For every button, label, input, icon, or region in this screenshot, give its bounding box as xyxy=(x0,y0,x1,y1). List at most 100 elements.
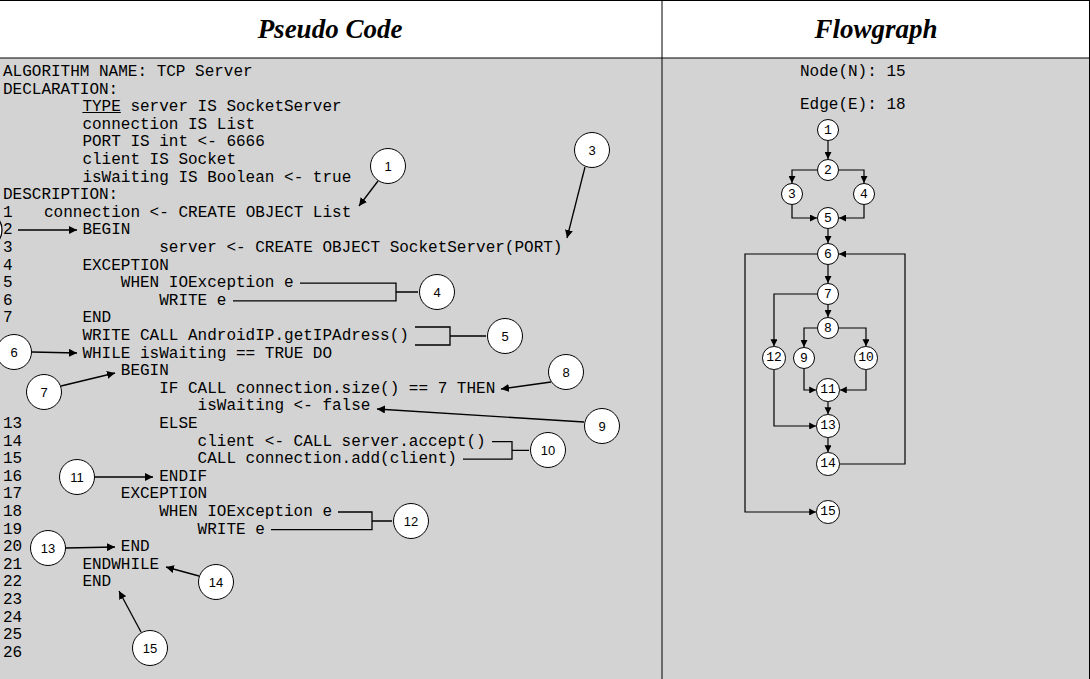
line-number: 6 xyxy=(3,292,13,310)
node-number: 5 xyxy=(501,330,508,343)
header-row xyxy=(0,0,1090,58)
node-number: 5 xyxy=(824,212,832,225)
callout-circle: 13 xyxy=(30,530,66,566)
code-line: END xyxy=(82,573,111,591)
bracket xyxy=(415,327,486,345)
callout-circle: 8 xyxy=(548,354,584,390)
flow-edge xyxy=(827,438,828,452)
column-header: Pseudo Code xyxy=(258,13,403,45)
line-number: 21 xyxy=(3,556,22,574)
node-number: 11 xyxy=(70,471,84,484)
code-line: WHEN IOException e xyxy=(159,503,332,521)
flowgraph-node: 5 xyxy=(817,207,839,229)
line-number: 25 xyxy=(3,626,22,644)
line-number: 13 xyxy=(3,415,22,433)
code-line: BEGIN xyxy=(121,362,169,380)
flowgraph-node: 7 xyxy=(817,283,839,305)
code-line: isWaiting IS Boolean <- true xyxy=(82,169,351,187)
code-line: EXCEPTION xyxy=(82,257,168,275)
code-line: connection <- CREATE OBJECT List xyxy=(44,204,351,222)
callout-circle: 7 xyxy=(26,374,62,410)
flow-edge xyxy=(839,328,866,346)
leader-arrow xyxy=(32,352,77,353)
flowgraph-node: 11 xyxy=(816,378,840,402)
code-keyword: TYPE xyxy=(82,98,120,116)
line-number: 15 xyxy=(3,450,22,468)
flowgraph-node: 12 xyxy=(762,346,786,370)
flow-edge xyxy=(804,369,816,390)
node-number: 12 xyxy=(766,351,782,364)
flowgraph-node: 1 xyxy=(817,119,839,141)
flow-edge xyxy=(745,254,817,512)
code-line: END xyxy=(121,538,150,556)
line-number: 14 xyxy=(3,433,22,451)
flowgraph-node: 4 xyxy=(853,183,875,205)
flowgraph-node: 15 xyxy=(816,500,840,524)
flow-edge xyxy=(774,370,816,426)
leader-arrow xyxy=(501,382,551,389)
line-number: 18 xyxy=(3,503,22,521)
code-line: server <- CREATE OBJECT SocketServer(POR… xyxy=(159,239,562,257)
node-number: 9 xyxy=(598,420,605,433)
code-line: CALL connection.add(client) xyxy=(198,450,457,468)
flowgraph-node: 8 xyxy=(817,317,839,339)
code-line: WRITE CALL AndroidIP.getIPAdress() xyxy=(82,327,408,345)
line-number: 16 xyxy=(3,468,22,486)
graph-metric: Edge(E): 18 xyxy=(800,96,906,114)
code-line: connection IS List xyxy=(82,116,255,134)
flowgraph-node: 13 xyxy=(816,414,840,438)
code-line: ENDWHILE xyxy=(82,556,159,574)
flow-edge xyxy=(827,141,828,159)
node-number: 12 xyxy=(404,515,418,528)
line-number: 1 xyxy=(3,204,13,222)
flowgraph-node: 9 xyxy=(793,347,815,369)
flow-edge xyxy=(804,328,817,347)
leader-arrow xyxy=(95,476,153,477)
leader-arrow xyxy=(66,547,115,548)
callout-circle: 12 xyxy=(393,503,429,539)
flowgraph-node: 2 xyxy=(817,159,839,181)
node-number: 15 xyxy=(143,642,157,655)
callout-circle: 1 xyxy=(370,148,406,184)
flow-edge xyxy=(792,170,817,183)
flow-edge xyxy=(827,265,828,283)
node-number: 3 xyxy=(588,144,595,157)
node-number: 1 xyxy=(384,160,391,173)
line-number: 5 xyxy=(3,274,13,292)
code-line: ELSE xyxy=(159,415,197,433)
node-number: 14 xyxy=(209,576,223,589)
code-line: WHEN IOException e xyxy=(121,274,294,292)
line-number: 26 xyxy=(3,644,22,662)
flowgraph-node: 10 xyxy=(854,346,878,370)
code-line: IF CALL connection.size() == 7 THEN xyxy=(159,380,495,398)
callout-circle: 15 xyxy=(132,630,168,666)
callout-circle: 14 xyxy=(198,564,234,600)
code-line: server IS SocketServer xyxy=(130,98,341,116)
line-number: 23 xyxy=(3,591,22,609)
line-number: 24 xyxy=(3,609,22,627)
line-number: 17 xyxy=(3,485,22,503)
node-number: 2 xyxy=(824,164,832,177)
node-number: 6 xyxy=(824,248,832,261)
line-number: 2 xyxy=(3,221,13,239)
leader-arrow xyxy=(359,181,378,206)
code-line: END xyxy=(82,309,111,327)
line-number: 19 xyxy=(3,521,22,539)
flow-edge xyxy=(774,294,817,346)
node-number: 4 xyxy=(433,286,440,299)
code-line: EXCEPTION xyxy=(121,485,207,503)
node-number: 9 xyxy=(800,352,808,365)
code-line: ALGORITHM NAME: TCP Server xyxy=(3,63,253,81)
node-number: 8 xyxy=(562,366,569,379)
callout-circle: 5 xyxy=(487,318,523,354)
callout-circle xyxy=(0,212,2,248)
line-number: 20 xyxy=(3,538,22,556)
callout-circle: 9 xyxy=(584,408,620,444)
flow-edge xyxy=(827,229,828,243)
flowgraph-node: 3 xyxy=(781,183,803,205)
flow-edge xyxy=(839,170,864,183)
node-number: 7 xyxy=(824,288,832,301)
callout-circle: 10 xyxy=(530,432,566,468)
code-line: WRITE e xyxy=(159,292,226,310)
